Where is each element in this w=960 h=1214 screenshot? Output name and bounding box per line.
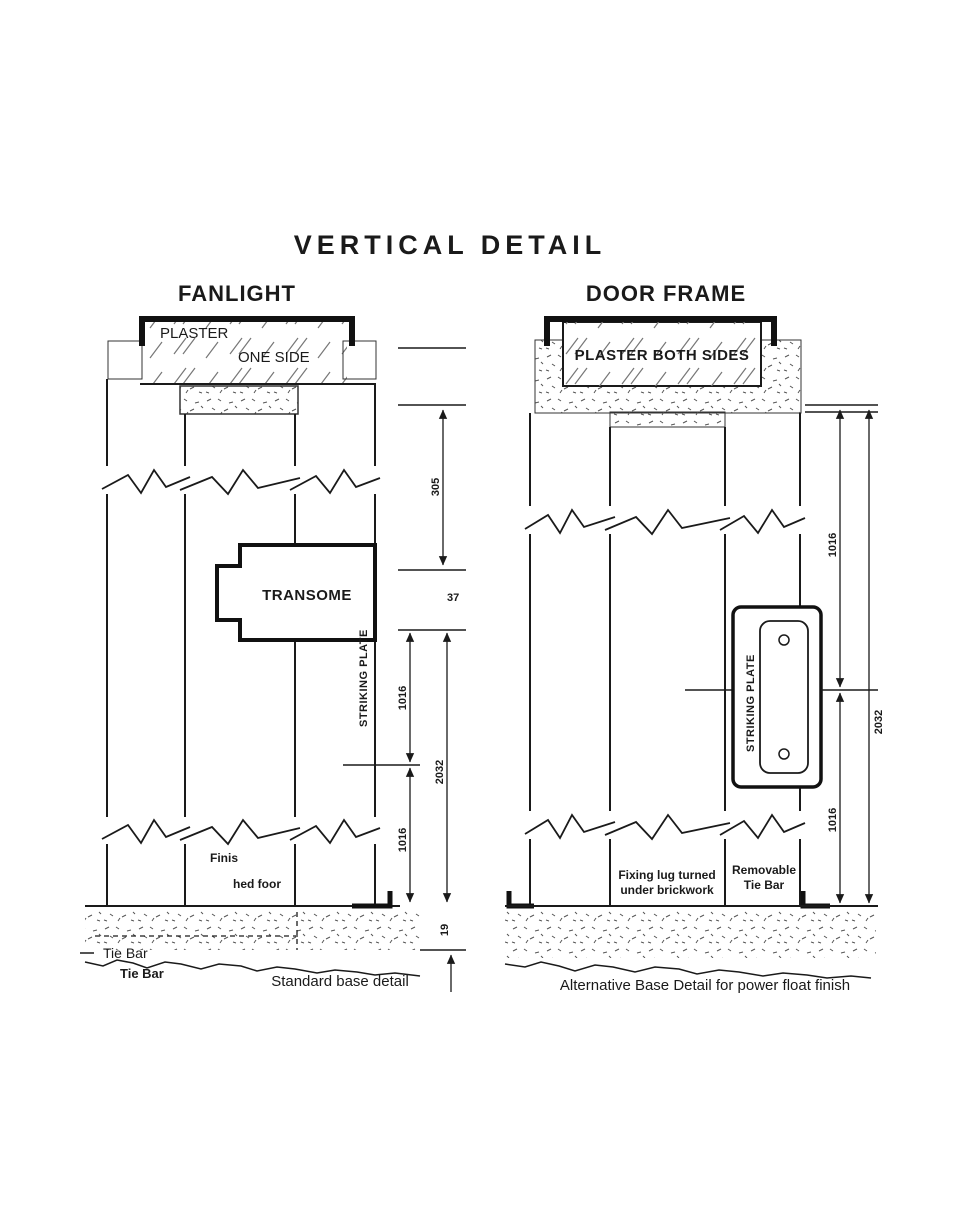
door-break-row-lower [522,811,808,841]
fanlight-finished-floor-label-bottom: hed foor [233,877,281,891]
door-frame-dimensions: 1016 1016 2032 [805,404,885,904]
door-base-caption: Alternative Base Detail for power float … [560,977,850,994]
dim-text-1016-upper: 1016 [397,686,409,710]
fanlight-tie-bar-bold-label: Tie Bar [120,966,164,981]
door-striking-plate-screw-bottom [778,748,790,760]
door-fixing-lug-label-line2: under brickwork [620,883,714,897]
dim-text-1016-lower: 1016 [397,828,409,852]
fanlight-header: FANLIGHT [178,281,296,306]
fanlight-finished-floor-label-top: Finis [210,851,238,865]
door-striking-plate-outer [731,605,823,789]
door-removable-label-line1: Removable [732,863,796,877]
fanlight-ground-hatch [85,910,420,950]
door-break-row-upper [522,506,808,536]
dim-text-2032: 2032 [434,760,446,784]
door-head-hatch [563,322,761,386]
fanlight-floor-stop [352,891,393,909]
door-dim-text-1016-upper: 1016 [827,533,839,557]
fanlight-head-angle [139,316,355,346]
dim-text-37: 37 [447,592,459,604]
dim-text-19: 19 [439,924,451,936]
door-striking-plate-screw-top [778,634,790,646]
fanlight-tie-bar-label: Tie Bar [103,945,148,961]
door-head-angle [544,316,777,346]
page-title: VERTICAL DETAIL [294,230,607,260]
door-striking-plate-label: STRIKING PLATE [745,654,757,752]
door-ground-wavy-line [504,961,872,979]
door-removable-label-line2: Tie Bar [744,878,785,892]
dim-text-305: 305 [430,478,442,496]
fanlight-break-row-lower [98,817,384,846]
fanlight-ground-wavy-line [84,959,421,977]
door-plaster-nib [609,411,726,428]
door-striking-plate-inner [759,620,809,774]
fanlight-plaster-block-right [342,340,377,380]
fanlight-drawing: PLASTER ONE SIDE TRANSOME STRIKING PLATE [80,316,421,990]
door-dim-text-2032: 2032 [873,710,885,734]
door-fixing-lug-label-line1: Fixing lug turned [618,868,715,882]
door-plaster-label: PLASTER BOTH SIDES [575,347,750,364]
door-frame-drawing: PLASTER BOTH SIDES STRIKING PLATE Fixing [504,316,878,994]
fanlight-one-side-label: ONE SIDE [238,349,310,366]
fanlight-striking-plate-label: STRIKING PLATE [358,629,370,727]
fanlight-plaster-label: PLASTER [160,325,229,342]
fanlight-base-caption: Standard base detail [271,973,409,990]
door-frame-header: DOOR FRAME [586,281,746,306]
fanlight-plaster-block-left [107,340,143,380]
fanlight-transome-label: TRANSOME [262,587,352,604]
door-ground-hatch [505,910,876,958]
door-dim-text-1016-lower: 1016 [827,808,839,832]
fanlight-plaster-nib [179,385,299,415]
fanlight-break-row-upper [98,466,384,496]
door-floor-stop-right [800,891,830,909]
fanlight-glass-hatch [147,322,347,384]
fanlight-dimensions: 305 37 1016 2032 1016 19 [397,347,466,992]
fanlight-transom-block [215,543,377,642]
